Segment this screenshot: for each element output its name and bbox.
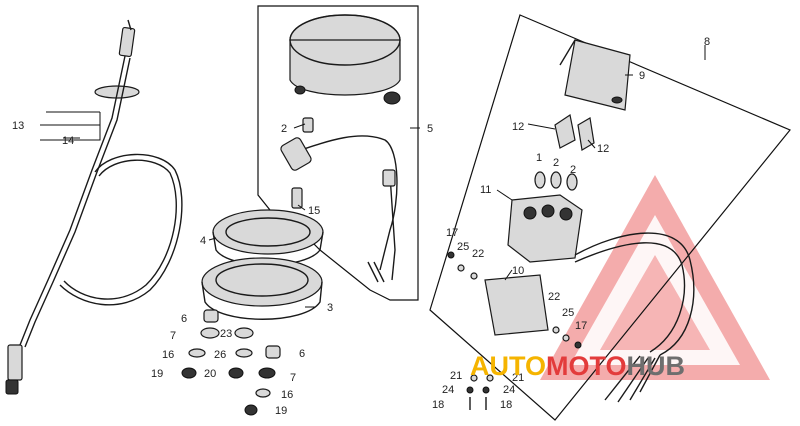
callout-19: 19	[275, 405, 287, 417]
watermark-text: AUTOMOTOHUB	[470, 351, 685, 381]
callout-22: 22	[548, 291, 560, 303]
callout-21: 21	[512, 372, 524, 384]
callout-24: 24	[503, 384, 515, 396]
callout-10: 10	[512, 265, 524, 277]
callout-11: 11	[480, 184, 491, 196]
callout-9: 9	[639, 70, 645, 82]
callout-16: 16	[162, 349, 174, 361]
meter-case-group	[257, 5, 419, 301]
callout-17: 17	[575, 320, 587, 332]
callout-8: 8	[704, 36, 710, 48]
callout-25: 25	[457, 241, 469, 253]
callout-12: 12	[512, 121, 524, 133]
callout-7: 7	[170, 330, 176, 342]
watermark-logo	[540, 175, 770, 380]
callout-6: 6	[181, 313, 187, 325]
indicator-panel-group	[429, 14, 791, 421]
callout-1: 1	[536, 152, 542, 164]
callout-12: 12	[597, 143, 609, 155]
small-hardware	[181, 309, 281, 416]
watermark-moto: MOTO	[546, 351, 627, 381]
callout-21: 21	[450, 370, 462, 382]
callout-19: 19	[151, 368, 163, 380]
callout-23: 23	[220, 328, 232, 340]
watermark-auto: AUTO	[470, 351, 546, 381]
callout-labels: 1 2 2 2 3 4 5 6 6 7 7 8 9 10 11 12 12 13…	[12, 36, 710, 417]
callout-2: 2	[281, 123, 287, 135]
callout-16: 16	[281, 389, 293, 401]
callout-2: 2	[553, 157, 559, 169]
callout-15: 15	[308, 205, 320, 217]
leader-lines	[40, 45, 706, 308]
watermark-hub: HUB	[627, 351, 686, 381]
callout-7: 7	[290, 372, 296, 384]
callout-3: 3	[327, 302, 333, 314]
callout-6: 6	[299, 348, 305, 360]
callout-26: 26	[214, 349, 226, 361]
callout-18: 18	[432, 399, 444, 411]
svg-text:AUTOMOTOHUB: AUTOMOTOHUB	[470, 351, 685, 381]
callout-20: 20	[204, 368, 216, 380]
callout-24: 24	[442, 384, 454, 396]
callout-13: 13	[12, 120, 24, 132]
callout-14: 14	[62, 135, 74, 147]
callout-4: 4	[200, 235, 206, 247]
meter-ring-and-housing	[201, 187, 324, 320]
callout-17: 17	[446, 227, 458, 239]
callout-22: 22	[472, 248, 484, 260]
speedometer-cable	[5, 19, 183, 395]
callout-5: 5	[427, 123, 433, 135]
callout-2: 2	[570, 164, 576, 176]
callout-25: 25	[562, 307, 574, 319]
callout-18: 18	[500, 399, 512, 411]
